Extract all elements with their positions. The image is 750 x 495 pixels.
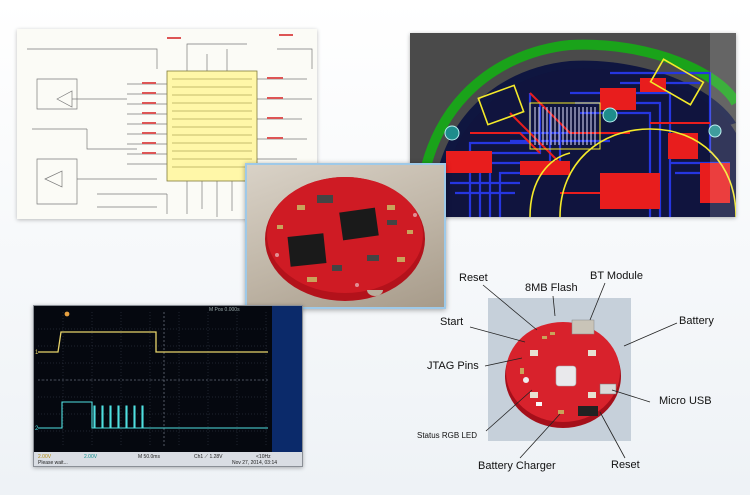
timebase: M 50.0ms [138,454,160,460]
annotated-board-photo [488,298,631,441]
scope-sidebar [272,306,302,466]
label-jtag-pins: JTAG Pins [427,360,479,372]
label-reset-bottom: Reset [611,459,640,471]
frequency-readout: <10Hz [256,454,271,460]
scope-status-bar: 2.00V 2.00V M 50.0ms Ch1 ⟋ 1.28V <10Hz P… [34,452,302,466]
label-start: Start [440,316,464,328]
status-message: Please wait... [38,460,68,466]
board-photo [245,163,446,309]
board-photo-art [265,177,425,301]
label-flash: 8MB Flash [525,282,578,294]
pcb-layout-art [410,33,736,217]
schematic-wires [27,34,313,217]
label-bt-module: BT Module [590,270,643,282]
scope-graticule: 1 2 [34,306,272,452]
pcb-layout-image [410,33,736,217]
svg-text:1: 1 [35,350,39,356]
label-battery-charger: Battery Charger [478,460,556,472]
svg-text:2: 2 [35,426,39,432]
label-reset-top: Reset [459,272,488,284]
label-battery: Battery [679,315,714,327]
ch1-scale: 2.00V [38,454,52,460]
ch2-scale: 2.00V [84,454,98,460]
label-micro-usb: Micro USB [659,395,712,407]
scope-header: M Pos 0.000s [209,307,240,313]
annotated-board-art [488,298,631,441]
date-readout: Nov 27, 2014, 03:14 [232,460,278,466]
trigger-level: Ch1 ⟋ 1.28V [194,454,223,460]
label-status-led: Status RGB LED [417,431,478,440]
oscilloscope-screenshot: 1 2 M Pos 0.000s 2.00V 2.00V M 50.0ms Ch… [33,305,303,467]
